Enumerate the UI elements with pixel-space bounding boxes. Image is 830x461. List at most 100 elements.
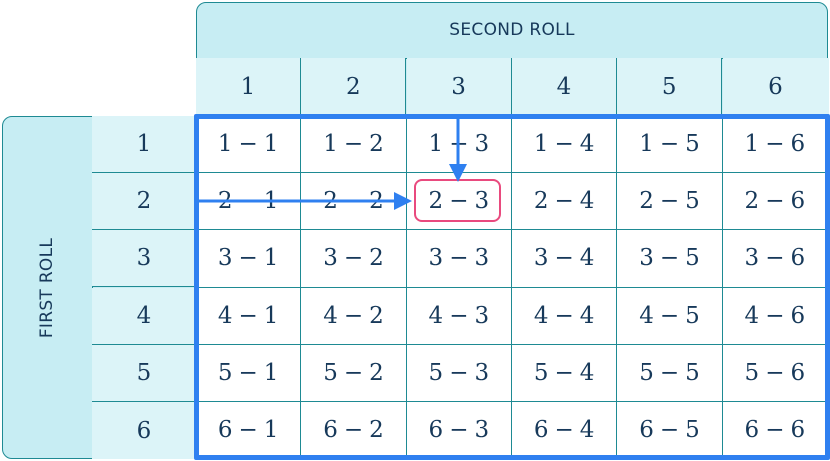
outcome-cell-3-3: 3−3 xyxy=(406,230,512,288)
outcome-cell-5-3: 5−3 xyxy=(406,344,512,402)
first-value: 6 xyxy=(639,416,654,443)
outcome-cell-1-4: 1−4 xyxy=(512,116,618,174)
first-value: 6 xyxy=(533,416,549,443)
first-value: 1 xyxy=(217,131,233,158)
first-value: 2 xyxy=(744,188,760,215)
first-value: 3 xyxy=(639,245,654,272)
separator: − xyxy=(238,131,258,158)
outcome-cell-1-3: 1−3 xyxy=(406,116,512,174)
separator: − xyxy=(343,131,364,158)
separator: − xyxy=(449,359,469,386)
second-value: 5 xyxy=(685,302,700,329)
outcome-cell-5-1: 5−1 xyxy=(196,344,302,402)
second-value: 6 xyxy=(790,245,806,272)
separator: − xyxy=(765,416,785,443)
first-value: 2 xyxy=(639,188,654,215)
second-value: 2 xyxy=(369,131,384,158)
column-label-6: 6 xyxy=(722,58,829,116)
outcome-cell-1-6: 1−6 xyxy=(722,116,828,174)
first-value: 2 xyxy=(323,188,338,215)
separator: − xyxy=(765,245,785,272)
outcome-cell-4-6: 4−6 xyxy=(722,287,828,345)
second-value: 2 xyxy=(369,302,384,329)
first-value: 3 xyxy=(217,245,233,272)
first-value: 4 xyxy=(217,302,233,329)
first-roll-title: FIRST ROLL xyxy=(37,237,58,338)
second-value: 5 xyxy=(685,245,700,272)
first-value: 2 xyxy=(217,188,233,215)
first-value: 1 xyxy=(639,131,654,158)
separator: − xyxy=(238,359,258,386)
first-value: 3 xyxy=(533,245,549,272)
separator: − xyxy=(343,359,364,386)
outcome-cell-4-2: 4−2 xyxy=(301,287,407,345)
separator: − xyxy=(765,359,785,386)
second-value: 3 xyxy=(474,302,490,329)
separator: − xyxy=(238,245,258,272)
first-value: 6 xyxy=(744,416,760,443)
second-value: 3 xyxy=(474,188,490,215)
second-value: 2 xyxy=(369,359,384,386)
first-value: 2 xyxy=(533,188,549,215)
first-value: 4 xyxy=(744,302,760,329)
column-label-5: 5 xyxy=(617,58,723,116)
separator: − xyxy=(343,188,364,215)
separator: − xyxy=(659,188,680,215)
separator: − xyxy=(238,188,258,215)
separator: − xyxy=(449,416,469,443)
outcome-cell-3-6: 3−6 xyxy=(722,230,828,288)
first-value: 1 xyxy=(744,131,760,158)
second-value: 6 xyxy=(790,416,806,443)
second-value: 1 xyxy=(263,188,279,215)
column-label-4: 4 xyxy=(511,58,617,116)
outcome-cell-1-2: 1−2 xyxy=(301,116,407,174)
first-value: 6 xyxy=(217,416,233,443)
first-value: 5 xyxy=(323,359,338,386)
separator: − xyxy=(238,416,258,443)
separator: − xyxy=(554,188,574,215)
outcome-cell-2-2: 2−2 xyxy=(301,173,407,231)
second-value: 2 xyxy=(369,188,384,215)
outcome-cell-2-5: 2−5 xyxy=(617,173,723,231)
first-value: 4 xyxy=(323,302,338,329)
second-value: 6 xyxy=(790,302,806,329)
row-label-1: 1 xyxy=(92,116,196,173)
separator: − xyxy=(449,188,469,215)
second-value: 5 xyxy=(685,416,700,443)
outcome-cell-5-2: 5−2 xyxy=(301,344,407,402)
second-value: 6 xyxy=(790,359,806,386)
second-value: 3 xyxy=(474,359,490,386)
second-value: 2 xyxy=(369,416,384,443)
first-value: 4 xyxy=(533,302,549,329)
separator: − xyxy=(554,416,574,443)
second-value: 2 xyxy=(369,245,384,272)
separator: − xyxy=(765,188,785,215)
outcome-cell-3-4: 3−4 xyxy=(512,230,618,288)
outcome-cell-4-5: 4−5 xyxy=(617,287,723,345)
second-value: 1 xyxy=(263,131,279,158)
separator: − xyxy=(659,416,680,443)
outcome-cell-3-5: 3−5 xyxy=(617,230,723,288)
column-label-3: 3 xyxy=(406,58,512,116)
second-value: 1 xyxy=(263,359,279,386)
second-value: 3 xyxy=(474,131,490,158)
second-value: 4 xyxy=(579,131,595,158)
outcome-cell-1-1: 1−1 xyxy=(196,116,302,174)
separator: − xyxy=(554,131,574,158)
outcome-cell-3-1: 3−1 xyxy=(196,230,302,288)
outcome-cell-2-1: 2−1 xyxy=(196,173,302,231)
separator: − xyxy=(659,245,680,272)
row-label-4: 4 xyxy=(92,287,196,345)
separator: − xyxy=(343,302,364,329)
outcome-cell-6-2: 6−2 xyxy=(301,401,407,459)
second-value: 4 xyxy=(579,245,595,272)
outcome-cell-5-6: 5−6 xyxy=(722,344,828,402)
first-value: 2 xyxy=(428,188,444,215)
outcome-cell-1-5: 1−5 xyxy=(617,116,723,174)
outcome-cell-4-1: 4−1 xyxy=(196,287,302,345)
first-value: 3 xyxy=(428,245,444,272)
separator: − xyxy=(343,245,364,272)
first-value: 1 xyxy=(428,131,444,158)
first-value: 5 xyxy=(639,359,654,386)
second-value: 6 xyxy=(790,131,806,158)
